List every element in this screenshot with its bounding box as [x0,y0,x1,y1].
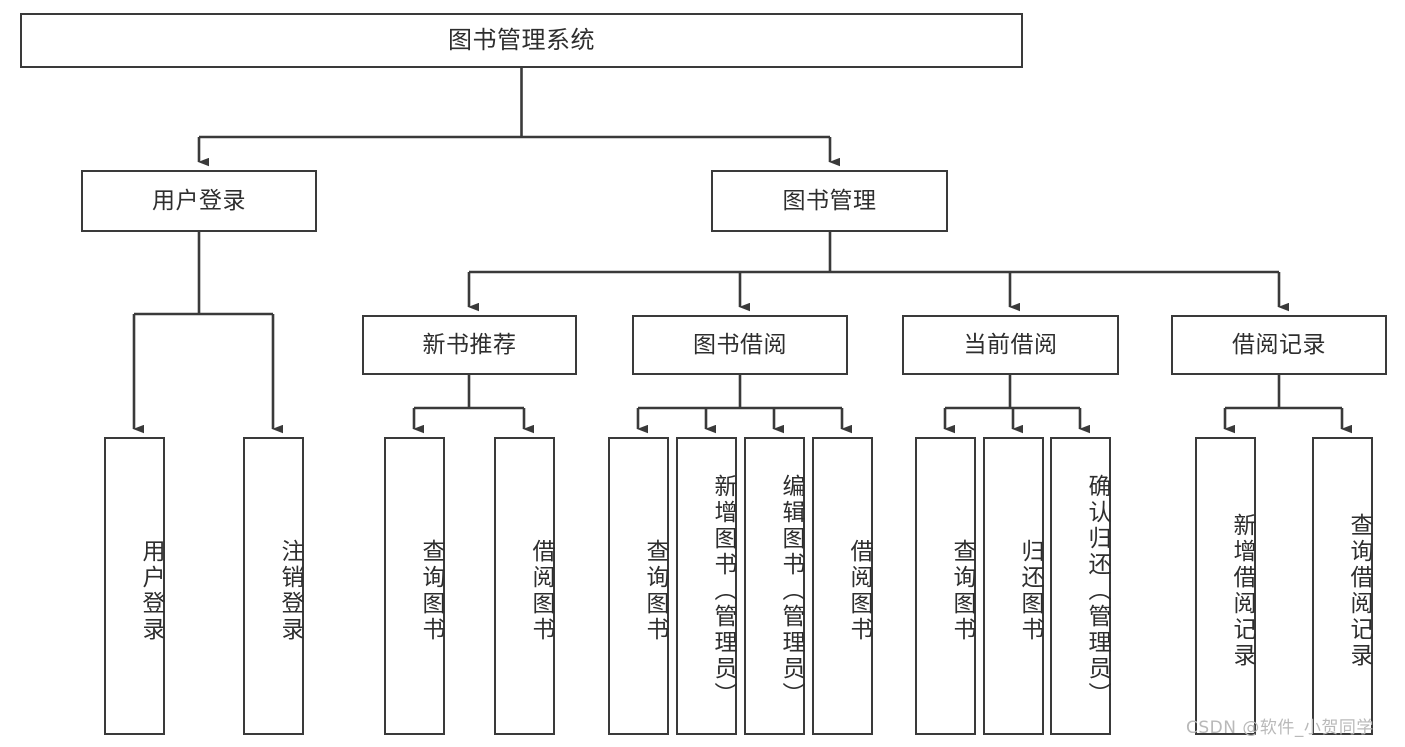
node-new-book-rec[interactable]: 新书推荐 [362,315,577,375]
leaf-borrow-add-label: 新增图书（管理员） [710,474,736,708]
node-current-borrow-label: 当前借阅 [963,331,1058,358]
leaf-user-logout-label: 注销登录 [277,539,303,643]
watermark: CSDN @软件_小贺同学 [1186,718,1374,738]
leaf-borrow-query[interactable]: 查询图书 [608,437,669,735]
leaf-borrow-do-label: 借阅图书 [846,539,872,643]
leaf-rec-borrow-label: 借阅图书 [528,539,554,643]
leaf-cur-confirm[interactable]: 确认归还（管理员） [1050,437,1111,735]
leaf-rec-query-label: 查询图书 [418,539,444,643]
node-borrow-record-label: 借阅记录 [1232,331,1326,358]
leaf-borrow-edit[interactable]: 编辑图书（管理员） [744,437,805,735]
leaf-rec-add[interactable]: 新增借阅记录 [1195,437,1256,735]
leaf-cur-query-label: 查询图书 [949,539,975,643]
node-book-manage[interactable]: 图书管理 [711,170,948,232]
leaf-rec-query[interactable]: 查询图书 [384,437,445,735]
node-user-login[interactable]: 用户登录 [81,170,317,232]
node-user-login-label: 用户登录 [152,187,246,214]
leaf-user-logout[interactable]: 注销登录 [243,437,304,735]
leaf-rec-add-label: 新增借阅记录 [1229,513,1255,669]
leaf-rec-search[interactable]: 查询借阅记录 [1312,437,1373,735]
node-book-borrow-label: 图书借阅 [693,331,787,358]
leaf-borrow-do[interactable]: 借阅图书 [812,437,873,735]
node-book-borrow[interactable]: 图书借阅 [632,315,848,375]
node-root[interactable]: 图书管理系统 [20,13,1023,68]
leaf-borrow-query-label: 查询图书 [642,539,668,643]
leaf-cur-query[interactable]: 查询图书 [915,437,976,735]
leaf-rec-search-label: 查询借阅记录 [1346,513,1372,669]
leaf-user-login[interactable]: 用户登录 [104,437,165,735]
leaf-cur-confirm-label: 确认归还（管理员） [1084,474,1110,708]
leaf-rec-borrow[interactable]: 借阅图书 [494,437,555,735]
leaf-borrow-add[interactable]: 新增图书（管理员） [676,437,737,735]
leaf-borrow-edit-label: 编辑图书（管理员） [778,474,804,708]
leaf-user-login-label: 用户登录 [138,539,164,643]
node-new-book-rec-label: 新书推荐 [422,331,517,358]
node-book-manage-label: 图书管理 [782,187,877,214]
node-current-borrow[interactable]: 当前借阅 [902,315,1119,375]
node-borrow-record[interactable]: 借阅记录 [1171,315,1387,375]
node-root-label: 图书管理系统 [448,25,595,54]
leaf-cur-return-label: 归还图书 [1017,539,1043,643]
leaf-cur-return[interactable]: 归还图书 [983,437,1044,735]
